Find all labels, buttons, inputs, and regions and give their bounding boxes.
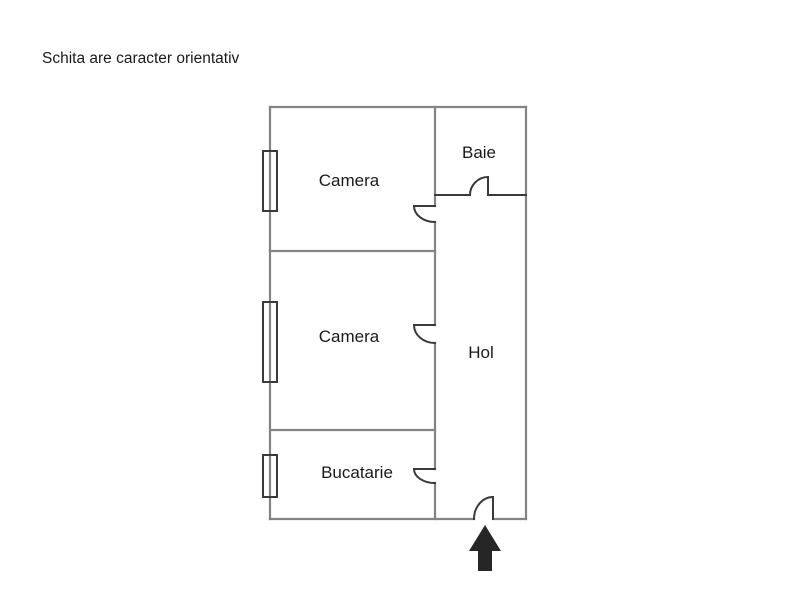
room-label-hall: Hol [468, 343, 494, 362]
kitchen-window-icon [262, 454, 278, 498]
room-label-bedroom2: Camera [319, 327, 380, 346]
disclaimer-text: Schita are caracter orientativ [42, 50, 240, 67]
room-label-bathroom: Baie [462, 143, 496, 162]
bathroom-door-arc [468, 175, 490, 197]
entrance-door-arc [472, 495, 495, 521]
bedroom2-window-icon [262, 301, 278, 383]
room-label-bedroom1: Camera [319, 171, 380, 190]
kitchen-door-arc [412, 467, 437, 485]
entrance-arrow-icon [469, 525, 501, 571]
room-labels: Camera Baie Camera Hol Bucatarie [319, 143, 496, 482]
structural-walls [268, 105, 528, 521]
doors-and-windows [262, 150, 527, 521]
room-label-kitchen: Bucatarie [321, 463, 393, 482]
bedroom1-door-arc [412, 204, 437, 224]
bedroom2-door-arc [412, 323, 437, 345]
bedroom1-window-icon [262, 150, 278, 212]
